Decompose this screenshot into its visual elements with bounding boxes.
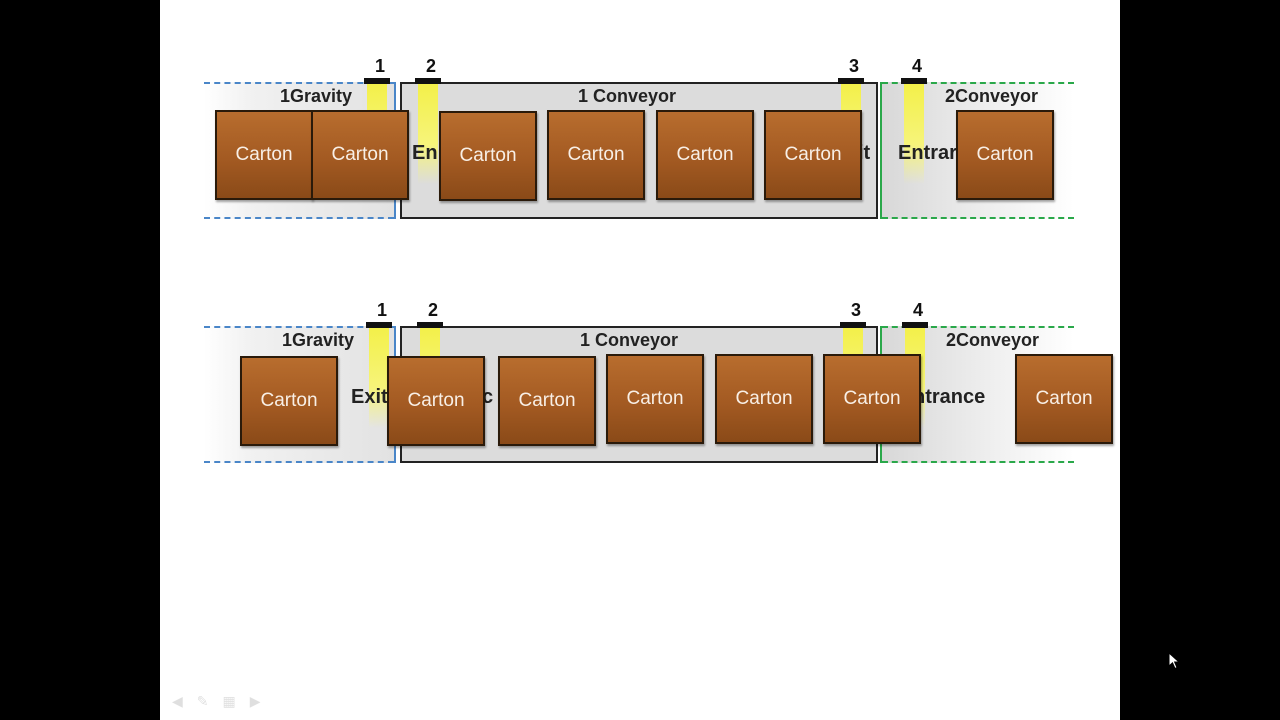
- carton: Carton: [656, 110, 754, 200]
- sensor-number: 2: [425, 56, 436, 76]
- entrance-text: c: [482, 386, 494, 408]
- carton-label: Carton: [260, 390, 318, 411]
- gravity-label: 1Gravity: [282, 330, 355, 350]
- sensor-cap: [364, 78, 390, 84]
- sensor-cap: [415, 78, 441, 84]
- sensor-cap: [366, 322, 392, 328]
- sensor-beam: [904, 84, 924, 184]
- sensor-cap: [901, 78, 927, 84]
- carton-label: Carton: [1035, 388, 1093, 409]
- sensor-number: 2: [427, 300, 438, 320]
- sensor-number: 3: [848, 56, 859, 76]
- sensor-cap: [840, 322, 866, 328]
- carton-label: Carton: [235, 144, 293, 165]
- sensor-number: 1: [374, 56, 385, 76]
- entrance-text: En: [412, 142, 438, 164]
- carton-label: Carton: [407, 390, 465, 411]
- conveyor-diagram-2: 1Gravity 1 Conveyor 2Conveyor 1 2 3 4 Ex…: [160, 300, 1120, 463]
- conveyor-2-label: 2Conveyor: [945, 86, 1039, 106]
- sensor-number: 4: [912, 300, 923, 320]
- carton-label: Carton: [735, 388, 793, 409]
- sensor-number: 1: [376, 300, 387, 320]
- carton-label: Carton: [976, 144, 1034, 165]
- carton-label: Carton: [459, 145, 517, 166]
- carton: Carton: [547, 110, 645, 200]
- carton: Carton: [715, 354, 813, 444]
- carton: Carton: [439, 111, 537, 201]
- carton-label: Carton: [843, 388, 901, 409]
- entrance-text: ntrance: [913, 386, 986, 408]
- carton: Carton: [387, 356, 485, 446]
- carton: Carton: [606, 354, 704, 444]
- sensor-cap: [902, 322, 928, 328]
- carton-label: Carton: [676, 144, 734, 165]
- carton-label: Carton: [518, 390, 576, 411]
- mouse-cursor-icon: [1168, 652, 1181, 670]
- sensor-beam: [418, 84, 438, 184]
- conveyor-diagram-1: 1Gravity 1 Conveyor 2Conveyor 1 2 3 4 En…: [160, 56, 1120, 219]
- carton: Carton: [764, 110, 862, 200]
- sensor-cap: [417, 322, 443, 328]
- carton: Carton: [956, 110, 1054, 200]
- carton-label: Carton: [784, 144, 842, 165]
- carton: Carton: [215, 110, 313, 200]
- previous-slide-button[interactable]: ◀: [172, 693, 183, 709]
- entrance-text: Entrar: [898, 142, 957, 164]
- sensor-cap: [838, 78, 864, 84]
- conveyor-2-label: 2Conveyor: [946, 330, 1040, 350]
- pen-tool-button[interactable]: ✎: [196, 693, 209, 709]
- slide: 1Gravity 1 Conveyor 2Conveyor 1 2 3 4 En…: [160, 0, 1120, 720]
- carton-label: Carton: [567, 144, 625, 165]
- carton: Carton: [311, 110, 409, 200]
- exit-text: Exit: [351, 386, 388, 408]
- carton: Carton: [498, 356, 596, 446]
- carton-label: Carton: [626, 388, 684, 409]
- sensor-number: 4: [911, 56, 922, 76]
- slide-menu-button[interactable]: ▦: [222, 693, 236, 709]
- conveyor-1-label: 1 Conveyor: [578, 86, 677, 106]
- gravity-label: 1Gravity: [280, 86, 353, 106]
- carton-label: Carton: [331, 144, 389, 165]
- conveyor-1-label: 1 Conveyor: [580, 330, 679, 350]
- next-slide-button[interactable]: ▶: [249, 693, 261, 709]
- carton: Carton: [240, 356, 338, 446]
- slide-controls: ◀ ✎ ▦ ▶: [172, 693, 261, 710]
- carton: Carton: [1015, 354, 1113, 444]
- sensor-number: 3: [850, 300, 861, 320]
- carton: Carton: [823, 354, 921, 444]
- sensor-beam: [369, 328, 389, 428]
